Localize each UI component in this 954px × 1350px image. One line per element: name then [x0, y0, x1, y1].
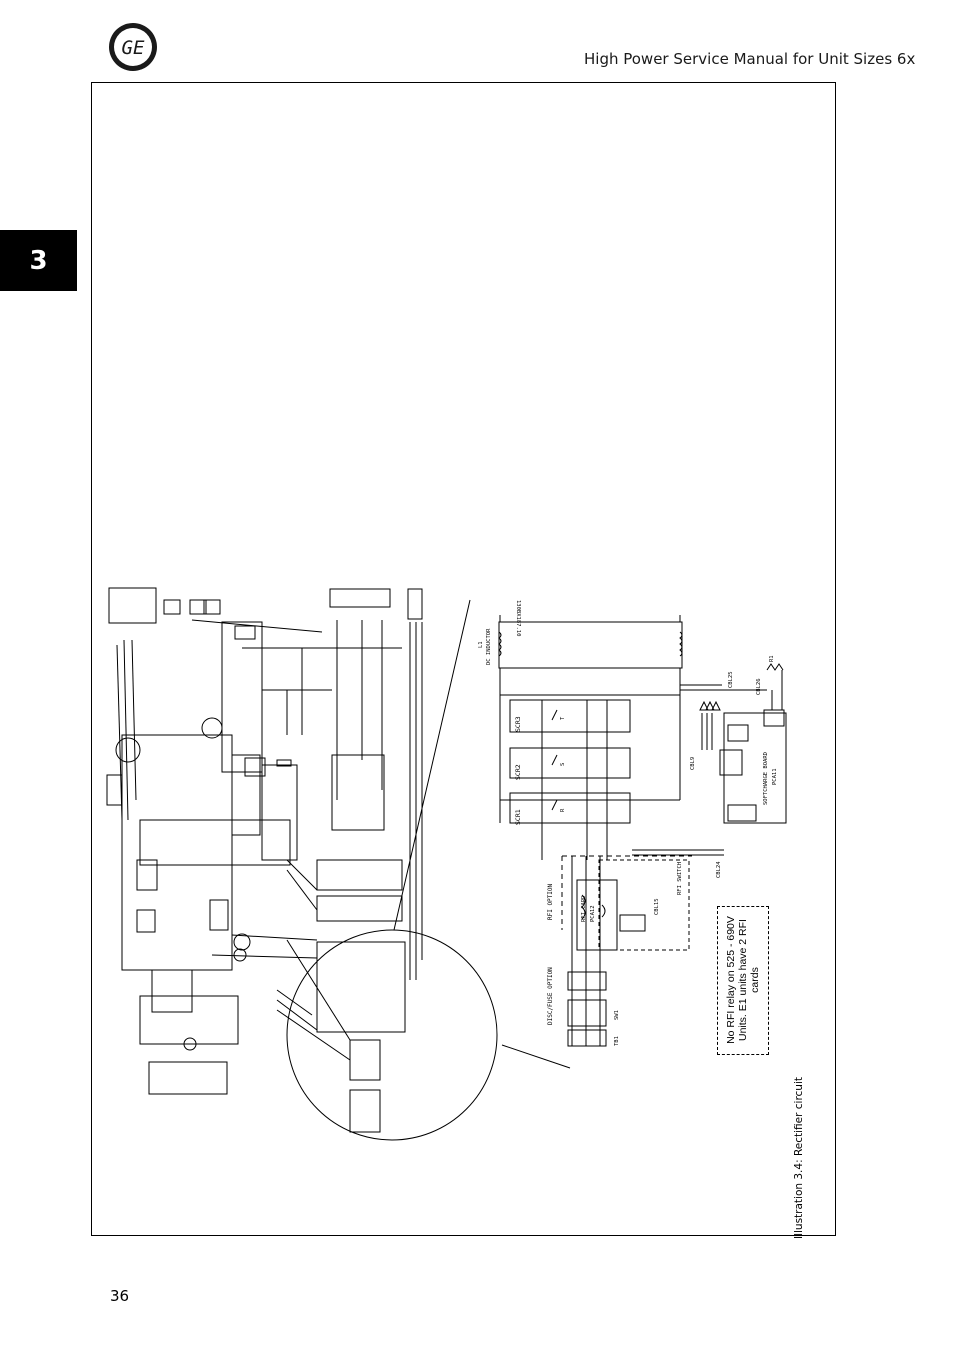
- figure-caption: Illustration 3.4: Rectifier circuit: [793, 1076, 805, 1240]
- overview-block: [349, 1089, 381, 1133]
- softcharge-connector: [719, 749, 743, 776]
- label-cbl9: CBL9: [690, 757, 696, 770]
- overview-block: [151, 969, 193, 1013]
- overview-block: [121, 734, 233, 971]
- label-rfi-option: RFI OPTION: [547, 883, 554, 920]
- overview-block: [407, 588, 423, 620]
- label-tb1: TB1: [614, 1036, 620, 1046]
- label-t: T: [560, 716, 566, 720]
- label-cbl26: CBL26: [756, 678, 762, 695]
- overview-block: [316, 895, 403, 922]
- overview-block: [136, 859, 158, 891]
- overview-block: [231, 754, 261, 836]
- drawing-number: 130BX187.10: [515, 600, 521, 636]
- overview-block: [106, 774, 123, 806]
- illustration-frame: [91, 82, 836, 1236]
- dc-inductor-block: [498, 621, 683, 669]
- page-number: 36: [110, 1287, 130, 1305]
- label-disc-fuse-option: DISC/FUSE OPTION: [547, 967, 554, 1025]
- scr3-module: [509, 699, 631, 733]
- overview-block: [163, 599, 181, 615]
- overview-block: [108, 587, 157, 624]
- label-cbl15: CBL15: [654, 898, 660, 915]
- overview-block: [349, 1039, 381, 1081]
- rfi-card-pca12: [576, 879, 618, 951]
- overview-block: [139, 995, 239, 1045]
- rfi-note: No RFI relay on 525 - 690V Units. E1 uni…: [725, 916, 761, 1044]
- overview-block: [276, 759, 292, 767]
- softcharge-connector: [727, 724, 749, 742]
- label-cbl25: CBL25: [728, 671, 734, 688]
- softcharge-connector: [727, 804, 757, 822]
- label-scr3: SCR3: [514, 716, 522, 732]
- scr1-module: [509, 792, 631, 824]
- label-l1: L1: [478, 641, 484, 648]
- chapter-tab[interactable]: 3: [0, 230, 77, 291]
- magnifier-pointer: [501, 1044, 571, 1069]
- inductor-coil: [498, 631, 502, 657]
- magnifier-pointer: [393, 599, 471, 931]
- label-rfi-switch: RFI SWITCH: [677, 862, 683, 895]
- overview-block: [203, 599, 221, 615]
- overview-block: [139, 819, 291, 866]
- overview-block: [234, 625, 256, 640]
- disc-fuse-block: [567, 971, 607, 991]
- logo-monogram: GE: [122, 37, 145, 59]
- magnifier-circle: [286, 929, 498, 1141]
- label-scr2: SCR2: [514, 764, 522, 780]
- label-pca12: PCA12: [590, 905, 596, 922]
- label-sw1: SW1: [614, 1010, 620, 1020]
- overview-block: [209, 899, 229, 931]
- terminal-block-tb1: [567, 1029, 607, 1047]
- label-r: R: [560, 808, 566, 812]
- inductor-coil: [679, 631, 683, 657]
- label-pca11: PCA11: [772, 768, 778, 785]
- overview-block: [329, 588, 391, 608]
- softcharge-board: [723, 712, 787, 824]
- fuse-symbols: [699, 700, 721, 711]
- overview-block: [148, 1061, 228, 1095]
- overview-block: [331, 754, 385, 831]
- label-s: S: [560, 763, 566, 766]
- label-cbl24: CBL24: [716, 861, 722, 878]
- header-title: High Power Service Manual for Unit Sizes…: [584, 50, 916, 68]
- scr2-module: [509, 747, 631, 779]
- rfi-coil: [601, 904, 606, 918]
- rfi-coil: [581, 894, 586, 920]
- rfi-switch: [619, 914, 646, 932]
- label-rfi-card: RFI CARD: [581, 896, 587, 923]
- ge-logo: GE: [109, 23, 157, 71]
- softcharge-connector: [763, 709, 785, 727]
- rectifier-circuit-diagram: 130BX187.10 L1 DC INDUCTOR SCR3 SCR2 SCR…: [106, 587, 787, 1141]
- overview-block: [189, 599, 207, 615]
- overview-block: [136, 909, 156, 933]
- rfi-switch-area: [598, 859, 690, 951]
- label-scr1: SCR1: [514, 809, 522, 825]
- overview-block: [316, 859, 403, 891]
- label-dc-inductor: DC INDUCTOR: [486, 628, 492, 665]
- overview-block: [261, 764, 298, 861]
- label-softcharge-board: SOFTCHARGE BOARD: [763, 752, 769, 805]
- rfi-note-box: [717, 906, 769, 1055]
- resistor-r1: [766, 663, 784, 671]
- overview-block: [244, 757, 266, 777]
- overview-block: [221, 621, 263, 773]
- label-r1: R1: [769, 655, 775, 662]
- overview-block: [316, 941, 406, 1033]
- disc-switch-sw1: [567, 999, 607, 1027]
